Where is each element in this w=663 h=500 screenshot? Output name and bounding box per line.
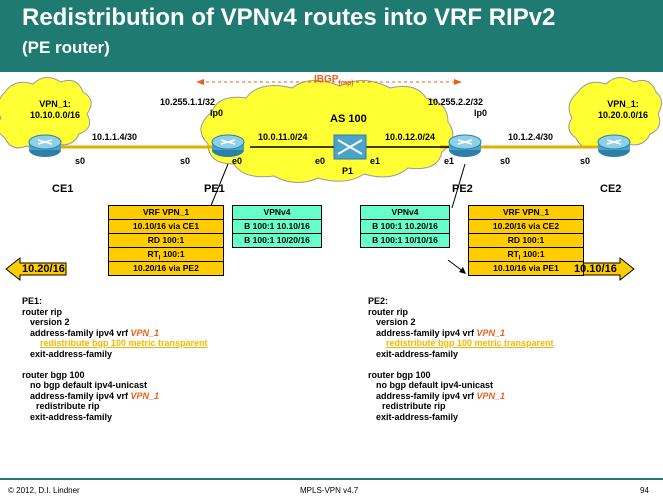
- vrf-table-row: RTI 100:1: [109, 248, 223, 262]
- footer-copyright: © 2012, D.I. Lindner: [8, 486, 80, 495]
- config-line: router bgp 100: [368, 369, 431, 380]
- config-line: router rip: [22, 306, 63, 317]
- ce1-label: CE1: [52, 183, 74, 195]
- pe2-s0: s0: [500, 156, 511, 166]
- pe1-router-icon: [211, 134, 245, 157]
- route-arrow-left-label: 10.20/16: [22, 263, 65, 275]
- pe2-label: PE2: [452, 183, 473, 195]
- ce1-s0: s0: [75, 156, 86, 166]
- config-line: address-family ipv4 vrf VPN_1: [376, 390, 506, 401]
- net-right-label: 10.0.12.0/24: [385, 132, 436, 142]
- vrf-table-row: VRF VPN_1: [109, 206, 223, 220]
- pe2-config: PE2: router rip version 2 address-family…: [368, 296, 554, 422]
- config-line: redistribute rip: [36, 401, 100, 411]
- vpnv4-table-pe1: VPNv4 B 100:1 10.10/16 B 100:1 10/20/16: [232, 205, 322, 248]
- p1-e1: e1: [370, 156, 381, 166]
- page-number: 94: [640, 486, 649, 495]
- vrf-table-row: 10.10/16 via CE1: [109, 220, 223, 234]
- config-line: version 2: [376, 317, 416, 327]
- link-left-label: 10.1.1.4/30: [92, 132, 138, 142]
- config-line: redistribute bgp 100 metric transparent: [40, 338, 208, 348]
- config-line: [368, 359, 554, 370]
- vpnv4-table-row: VPNv4: [361, 206, 449, 220]
- pe1-s0: s0: [180, 156, 191, 166]
- config-line: exit-address-family: [376, 348, 459, 359]
- site-cloud-right: [568, 77, 662, 150]
- vpnv4-table-pe2: VPNv4 B 100:1 10.20/16 B 100:1 10/10/16: [360, 205, 450, 248]
- site-cloud-left: [0, 77, 92, 150]
- pe1-label: PE1: [204, 183, 225, 195]
- config-line: [22, 359, 208, 370]
- p1-label: P1: [342, 166, 354, 176]
- footer-divider: [0, 478, 663, 480]
- p1-e0: e0: [315, 156, 326, 166]
- pe1-loopback: lp0: [210, 108, 224, 118]
- pe2-loopback: lp0: [474, 108, 488, 118]
- ce1-router-icon: [28, 134, 62, 157]
- vrf-table-row: RTI 100:1: [469, 248, 583, 262]
- config-line: redistribute bgp 100 metric transparent: [386, 338, 554, 348]
- config-line: router bgp 100: [22, 369, 85, 380]
- route-arrow-left: [5, 256, 67, 282]
- config-line: exit-address-family: [30, 411, 113, 422]
- vrf-table-pe1: VRF VPN_1 10.10/16 via CE1 RD 100:1 RTI …: [108, 205, 224, 276]
- config-line: version 2: [30, 317, 70, 327]
- network-diagram: [0, 77, 662, 282]
- ce2-label: CE2: [600, 183, 622, 195]
- site-left-label: VPN_1:10.10.0.0/16: [30, 99, 81, 120]
- pe1-loopback-ip: 10.255.1.1/32: [160, 97, 216, 107]
- config-line: exit-address-family: [30, 348, 113, 359]
- vrf-table-row: RD 100:1: [109, 234, 223, 248]
- vrf-table-row: VRF VPN_1: [469, 206, 583, 220]
- p1-switch-icon: [333, 134, 367, 160]
- title-bar: Redistribution of VPNv4 routes into VRF …: [0, 0, 663, 72]
- config-line: address-family ipv4 vrf VPN_1: [30, 390, 160, 401]
- vpnv4-table-row: B 100:1 10/10/16: [372, 235, 438, 245]
- config-line: router rip: [368, 306, 409, 317]
- route-arrow-right-label: 10.10/16: [574, 263, 617, 275]
- config-line: no bgp default ipv4-unicast: [30, 380, 148, 390]
- site-right-label: VPN_1:10.20.0.0/16: [598, 99, 649, 120]
- ce2-router-icon: [597, 134, 631, 157]
- vpnv4-table-row: B 100:1 10.10/16: [233, 220, 321, 234]
- vpnv4-table-row: VPNv4: [233, 206, 321, 220]
- ibgp-label: IBGP(mp): [314, 74, 354, 87]
- footer-course: MPLS-VPN v4.7: [300, 486, 359, 495]
- vpnv4-table-row: B 100:1 10/20/16: [244, 235, 310, 245]
- vrf-table-row: 10.20/16 via PE2: [133, 263, 199, 273]
- config-line: PE2:: [368, 296, 389, 306]
- vrf-table-pe2: VRF VPN_1 10.20/16 via CE2 RD 100:1 RTI …: [468, 205, 584, 276]
- as-label: AS 100: [330, 113, 367, 125]
- net-left-label: 10.0.11.0/24: [258, 132, 308, 142]
- pe2-router-icon: [448, 134, 482, 157]
- ce2-s0: s0: [580, 156, 591, 166]
- slide-title: Redistribution of VPNv4 routes into VRF …: [22, 4, 556, 31]
- pe2-e1: e1: [444, 156, 455, 166]
- pe1-config: PE1: router rip version 2 address-family…: [22, 296, 208, 422]
- link-right-label: 10.1.2.4/30: [508, 132, 554, 142]
- config-line: address-family ipv4 vrf VPN_1: [30, 327, 160, 338]
- vrf-table-row: 10.20/16 via CE2: [469, 220, 583, 234]
- config-line: redistribute rip: [382, 401, 446, 411]
- config-line: address-family ipv4 vrf VPN_1: [376, 327, 506, 338]
- slide-subtitle: (PE router): [22, 38, 110, 57]
- vrf-table-row: RD 100:1: [469, 234, 583, 248]
- config-line: PE1:: [22, 296, 43, 306]
- vrf-table-row: 10.10/16 via PE1: [493, 263, 559, 273]
- pe1-e0: e0: [232, 156, 243, 166]
- pe2-loopback-ip: 10.255.2.2/32: [428, 97, 484, 107]
- config-line: exit-address-family: [376, 411, 459, 422]
- config-line: no bgp default ipv4-unicast: [376, 380, 494, 390]
- vpnv4-table-row: B 100:1 10.20/16: [361, 220, 449, 234]
